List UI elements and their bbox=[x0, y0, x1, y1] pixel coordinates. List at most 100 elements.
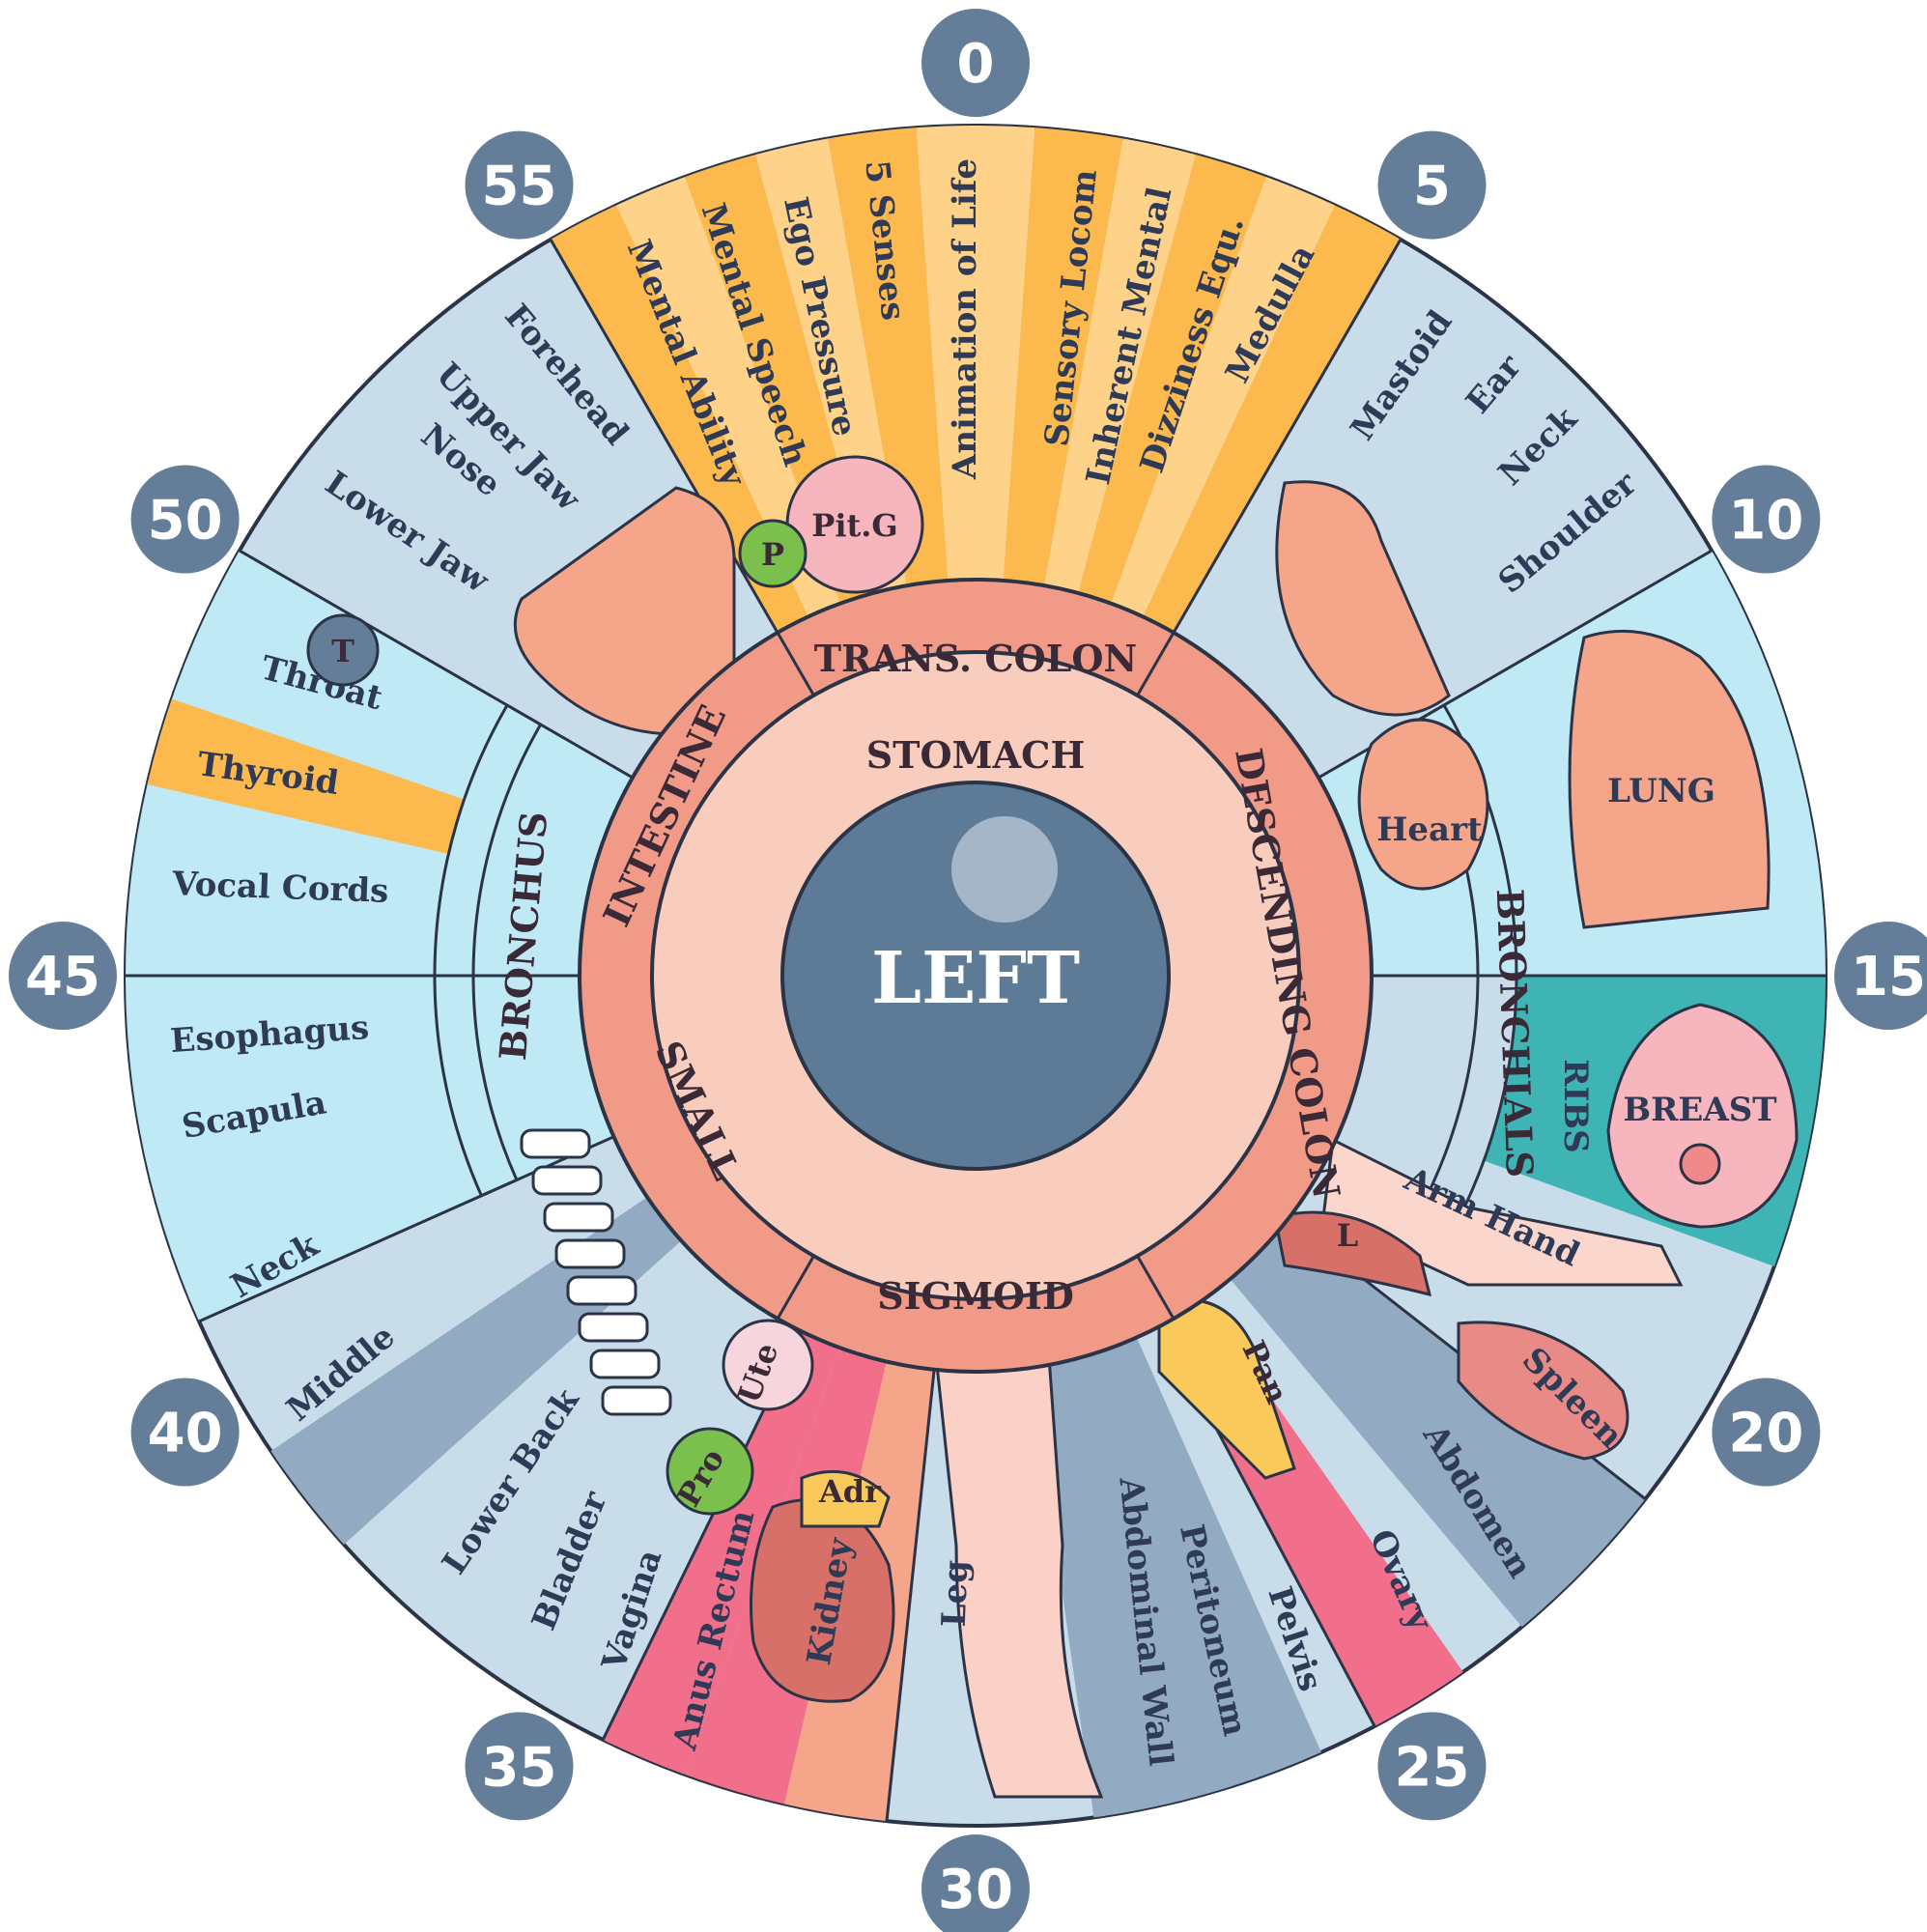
ring-label-bronchials: BRONCHIALS bbox=[1488, 888, 1542, 1178]
organ-tag-liver: L bbox=[1337, 1217, 1359, 1254]
zone-divider bbox=[549, 239, 794, 659]
dial-badge bbox=[461, 127, 578, 243]
vertebra-illustration bbox=[543, 1202, 614, 1233]
dial-number-label: 10 bbox=[1728, 490, 1803, 553]
dial-number-label: 20 bbox=[1728, 1403, 1803, 1465]
zone-label-chest: Heart bbox=[1376, 810, 1483, 849]
zone-sector bbox=[147, 698, 465, 855]
bronchus-arc bbox=[433, 702, 543, 1198]
ring-divider bbox=[776, 1255, 815, 1320]
zone-sector bbox=[916, 125, 1035, 610]
zone-sector bbox=[603, 1305, 851, 1775]
zone-sector bbox=[828, 128, 950, 614]
dial-number-label: 15 bbox=[1851, 946, 1926, 1009]
dial-number: 25 bbox=[1374, 1708, 1490, 1825]
dial-number: 15 bbox=[1830, 918, 1927, 1034]
organ-tag-pineal: P bbox=[761, 536, 784, 573]
dial-number-label: 40 bbox=[148, 1403, 223, 1465]
ring-divider bbox=[776, 632, 815, 696]
face-illustration bbox=[513, 486, 736, 736]
vertebra-illustration bbox=[520, 1128, 591, 1159]
dial-number: 55 bbox=[461, 127, 578, 243]
heart-illustration bbox=[1357, 718, 1489, 891]
thymus-organ bbox=[306, 613, 380, 687]
lung-illustration bbox=[1568, 629, 1771, 929]
zone-sector bbox=[1100, 177, 1335, 643]
ring-divider bbox=[1136, 1255, 1176, 1320]
zone-sector bbox=[1130, 205, 1401, 658]
vertebra-illustration bbox=[554, 1238, 626, 1269]
dial-badge bbox=[127, 1374, 243, 1491]
dial-number: 30 bbox=[918, 1831, 1034, 1932]
uterus-organ bbox=[722, 1319, 814, 1411]
dial-number-label: 0 bbox=[957, 33, 995, 96]
dial-badge bbox=[1830, 918, 1927, 1034]
spleen-illustration bbox=[1457, 1321, 1629, 1461]
dial-number: 45 bbox=[5, 918, 121, 1034]
liver-illustration bbox=[1273, 1210, 1432, 1297]
dial-number: 0 bbox=[918, 5, 1034, 121]
organ-tag-pituitary: Pit.G bbox=[811, 507, 897, 544]
ring-label-trans_colon: TRANS. COLON bbox=[814, 637, 1138, 680]
dial-badge bbox=[5, 918, 121, 1034]
dial-number-label: 45 bbox=[25, 946, 100, 1009]
zone-label-chest: LUNG bbox=[1607, 772, 1715, 810]
dial-number: 50 bbox=[127, 461, 243, 578]
zone-sector bbox=[1001, 128, 1123, 614]
breast-illustration bbox=[1606, 1003, 1799, 1229]
vertebra-illustration bbox=[566, 1275, 638, 1306]
dial-number: 40 bbox=[127, 1374, 243, 1491]
pineal-organ bbox=[738, 519, 808, 588]
dial-number-label: 5 bbox=[1413, 156, 1451, 218]
nipple-illustration bbox=[1679, 1143, 1721, 1185]
dial-number-label: 25 bbox=[1395, 1736, 1470, 1799]
zone-label-throat: Vocal Cords bbox=[171, 865, 389, 911]
ear-illustration bbox=[1275, 480, 1451, 717]
zone-divider bbox=[885, 1340, 939, 1822]
dial-number-label: 30 bbox=[938, 1859, 1013, 1921]
zone-sector bbox=[1026, 1311, 1321, 1818]
dial-badge bbox=[1374, 1708, 1490, 1825]
adrenal-illustration bbox=[800, 1469, 891, 1528]
dial-badge bbox=[127, 461, 243, 578]
center-title: LEFT bbox=[871, 937, 1080, 1020]
dial-badge bbox=[1708, 1374, 1825, 1491]
zone-sector bbox=[270, 1180, 703, 1545]
leg-illustration bbox=[925, 1273, 1104, 1799]
dial-badge bbox=[918, 1831, 1034, 1932]
vertebra-illustration bbox=[531, 1165, 603, 1196]
zone-sector bbox=[1038, 138, 1196, 621]
dial-numbers: 0 5 10 15 20 25 30 35 40 45 50 55 bbox=[5, 5, 1927, 1932]
zone-label-brain: Animation of Life bbox=[946, 158, 984, 480]
dial-badge bbox=[918, 5, 1034, 121]
zone-label-urogenital: Leg bbox=[935, 1559, 976, 1628]
dial-badge bbox=[1708, 461, 1825, 578]
zone-sector bbox=[1211, 1201, 1646, 1628]
zone-divider bbox=[1157, 239, 1403, 659]
dial-badge bbox=[461, 1708, 578, 1825]
ring-label-stomach: STOMACH bbox=[866, 733, 1086, 777]
dial-badge bbox=[1374, 127, 1490, 243]
dial-number: 35 bbox=[461, 1708, 578, 1825]
pupil bbox=[780, 781, 1171, 1171]
dial-number: 5 bbox=[1374, 127, 1490, 243]
prostate-organ bbox=[666, 1427, 754, 1516]
zone-label-chest: BREAST bbox=[1623, 1091, 1776, 1129]
dial-number-label: 50 bbox=[148, 490, 223, 553]
zone-label-chest: RIBS bbox=[1556, 1059, 1595, 1152]
vertebra-illustration bbox=[589, 1349, 661, 1379]
ring-divider bbox=[1136, 632, 1176, 696]
vertebra-illustration bbox=[578, 1312, 649, 1343]
ring-label-sigmoid: SIGMOID bbox=[877, 1274, 1074, 1318]
dial-number-label: 35 bbox=[482, 1736, 557, 1799]
pupil-highlight bbox=[951, 816, 1058, 923]
zone-sector bbox=[1070, 154, 1266, 631]
dial-number: 10 bbox=[1708, 461, 1825, 578]
organ-tag-thymus: T bbox=[331, 633, 354, 669]
dial-number: 20 bbox=[1708, 1374, 1825, 1491]
zone-divider bbox=[239, 549, 659, 794]
zone-divider bbox=[1292, 549, 1713, 794]
vertebra-illustration bbox=[601, 1385, 672, 1416]
organ-tag-adrenal: Adr bbox=[818, 1473, 882, 1510]
